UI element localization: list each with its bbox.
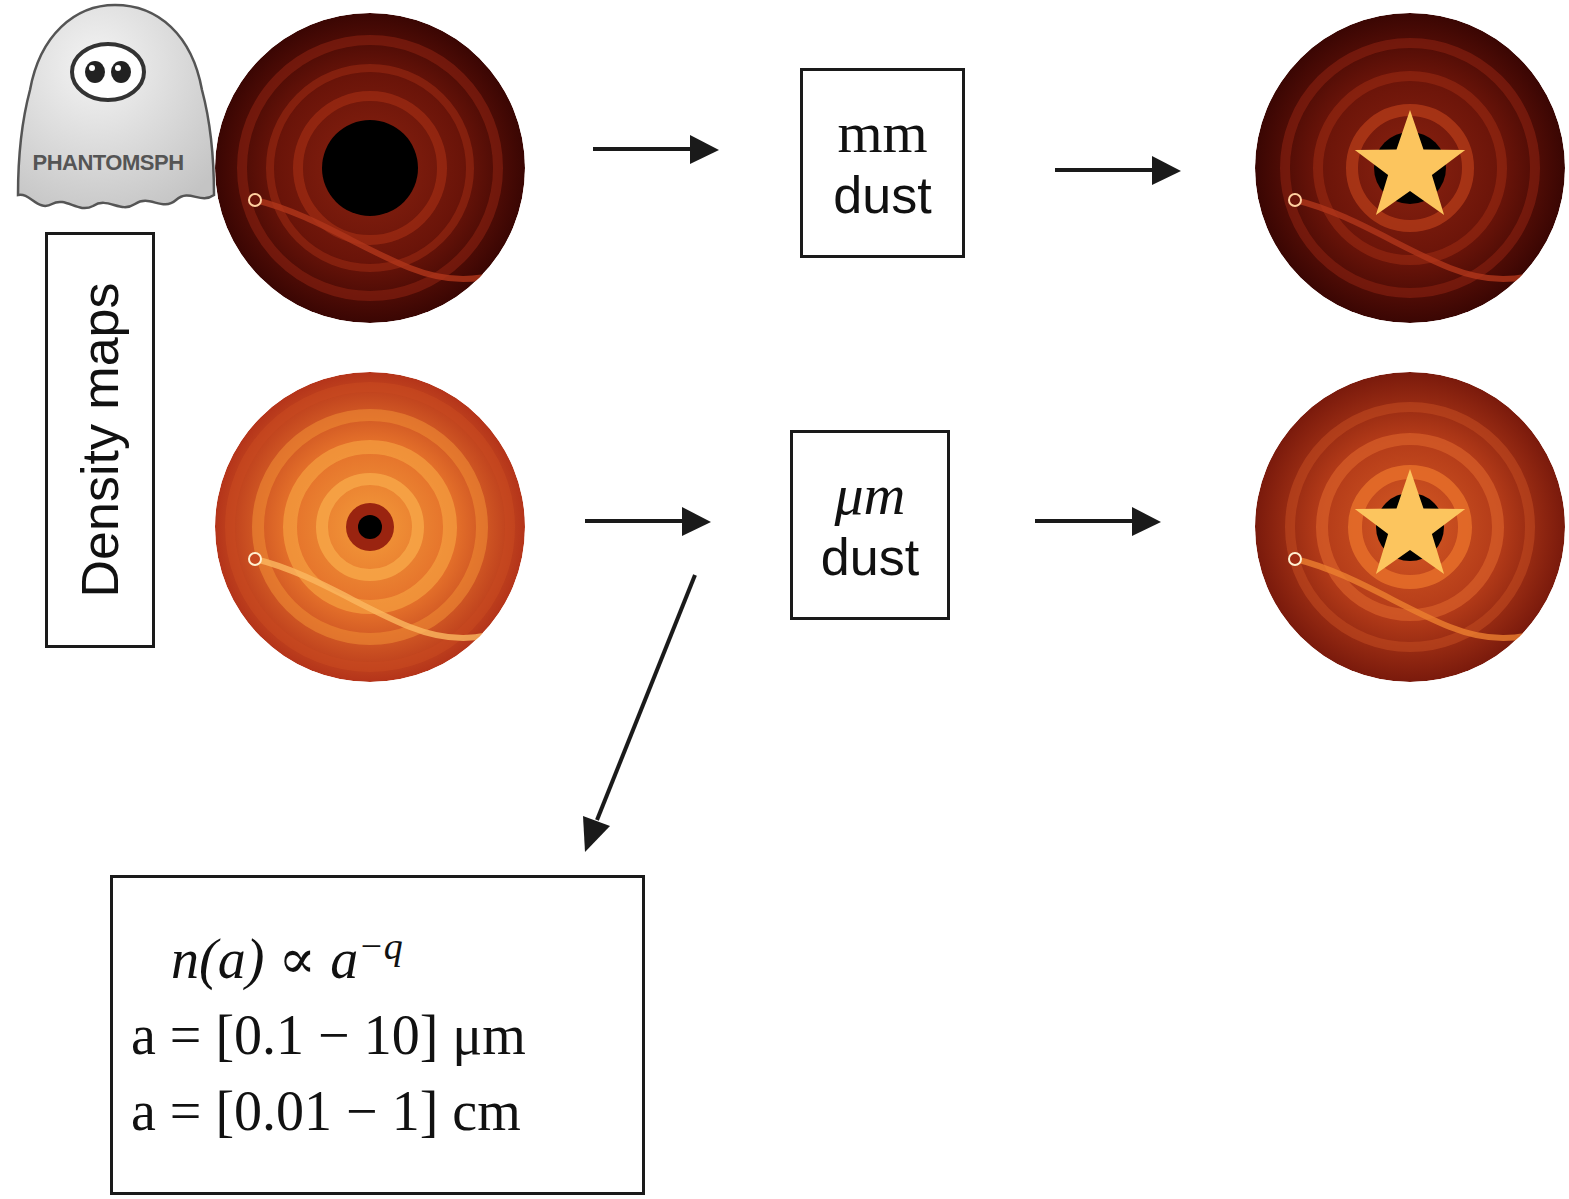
density-map <box>215 372 530 682</box>
formula-text: a = [0.1 − 10] μm <box>131 998 526 1074</box>
process-box: Density maps <box>45 232 155 648</box>
formula-text: a = [0.01 − 1] cm <box>131 1074 521 1150</box>
process-box: mmdust <box>800 68 965 258</box>
logo-text: PHANTOMSPH <box>32 150 183 176</box>
formula-line: n(a) ∝ a−q <box>131 921 403 998</box>
formula-text: n(a) ∝ a <box>171 928 358 990</box>
ghost-logo <box>18 5 214 208</box>
process-box: μmdust <box>790 430 950 620</box>
box-text: μm <box>835 462 906 529</box>
density-map <box>215 13 530 323</box>
formula-exponent: −q <box>358 925 403 967</box>
axis-label: Density maps <box>74 283 126 598</box>
box-text: mm <box>837 100 927 167</box>
synthetic-image <box>1255 372 1569 682</box>
synthetic-image <box>1255 13 1569 323</box>
box-text: dust <box>833 166 931 226</box>
box-text: dust <box>821 528 919 588</box>
process-box: n(a) ∝ a−qa = [0.1 − 10] μma = [0.01 − 1… <box>110 875 645 1195</box>
